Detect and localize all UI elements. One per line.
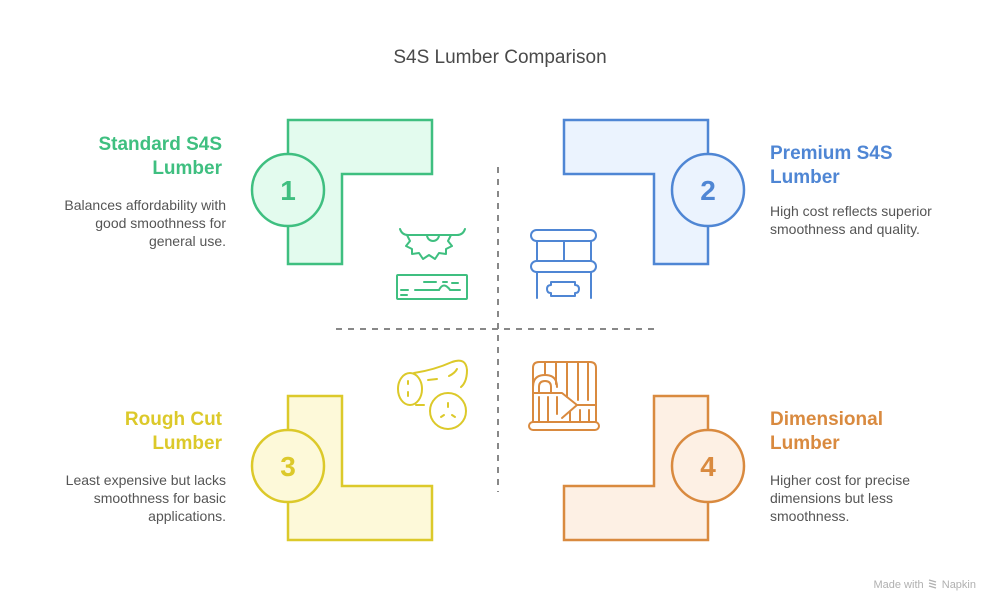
quadrant-4-heading: Dimensional Lumber [770, 409, 883, 454]
quadrant-3-heading: Rough Cut Lumber [124, 409, 222, 454]
quadrant-2-shape: 2 [562, 118, 746, 266]
quadrant-1-description: Balances affordability with good smoothn… [64, 197, 226, 249]
number-4: 4 [700, 451, 716, 482]
quadrant-2-description: High cost reflects superior smoothness a… [770, 203, 932, 237]
number-badge-4 [670, 428, 746, 504]
quadrant-3-description: Least expensive but lacks smoothness for… [65, 472, 226, 524]
quadrant-1-shape: 1 [250, 118, 434, 266]
napkin-logo-icon [928, 579, 936, 589]
number-2: 2 [700, 175, 716, 206]
quadrant-4-description: Higher cost for precise dimensions but l… [770, 472, 911, 524]
diagram-title: S4S Lumber Comparison [393, 47, 607, 68]
number-badge-2 [670, 152, 746, 228]
log-with-slice-icon [397, 359, 468, 430]
number-badge-1 [250, 152, 326, 228]
quadrant-4-shape: 4 [562, 394, 746, 542]
planer-machine-icon [530, 229, 597, 299]
stacked-boards-icon [528, 361, 600, 431]
quadrant-2-heading: Premium S4S Lumber [770, 143, 893, 188]
number-badge-3 [250, 428, 326, 504]
quadrant-1-heading: Standard S4S Lumber [98, 134, 222, 179]
number-3: 3 [280, 451, 296, 482]
number-1: 1 [280, 175, 296, 206]
made-with-napkin-watermark[interactable]: Made with Napkin [873, 579, 976, 591]
quadrant-3-shape: 3 [250, 394, 434, 542]
saw-blade-over-plank-icon [396, 228, 468, 300]
